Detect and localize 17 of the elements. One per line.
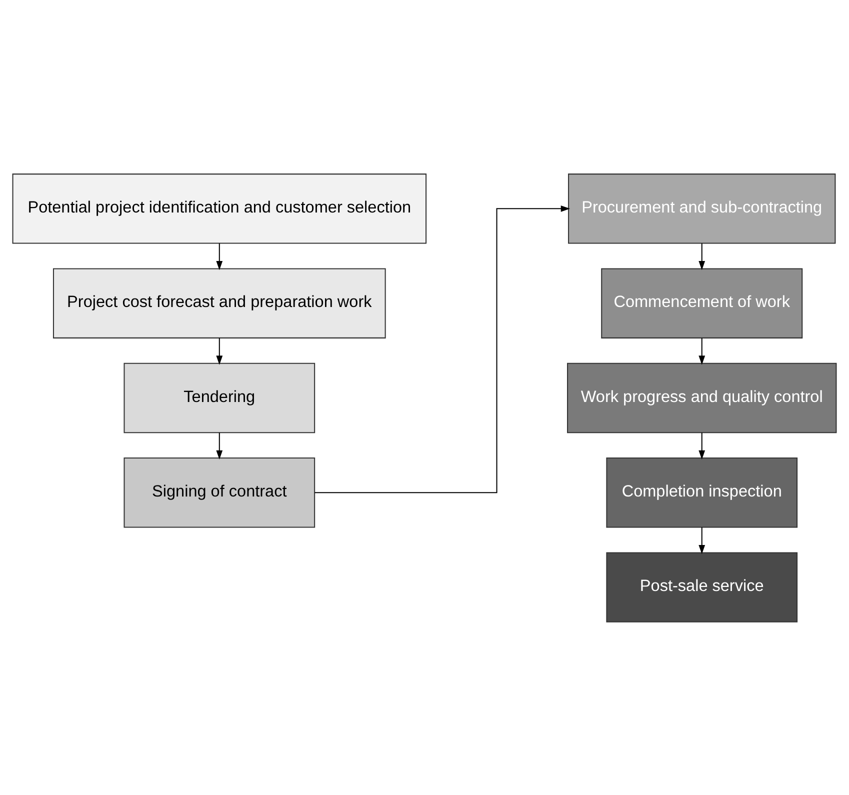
node-box: Tendering [124, 362, 316, 433]
node-box: Potential project identification and customer selection [12, 173, 427, 244]
node-box: Work progress and quality control [567, 362, 837, 433]
node-box: Commencement of work [601, 268, 803, 338]
arrow [314, 204, 570, 493]
node-box: Post-sale service [606, 552, 798, 622]
arrow [216, 242, 223, 270]
arrow [698, 526, 706, 554]
node-box: Procurement and sub-contracting [568, 173, 836, 244]
node-box: Completion inspection [606, 457, 798, 528]
arrow [698, 338, 706, 364]
node-box: Signing of contract [124, 457, 316, 528]
arrow [698, 432, 706, 459]
arrow [216, 338, 223, 364]
arrow [216, 432, 223, 459]
arrow [698, 242, 706, 270]
node-box: Project cost forecast and preparation work [52, 268, 386, 338]
